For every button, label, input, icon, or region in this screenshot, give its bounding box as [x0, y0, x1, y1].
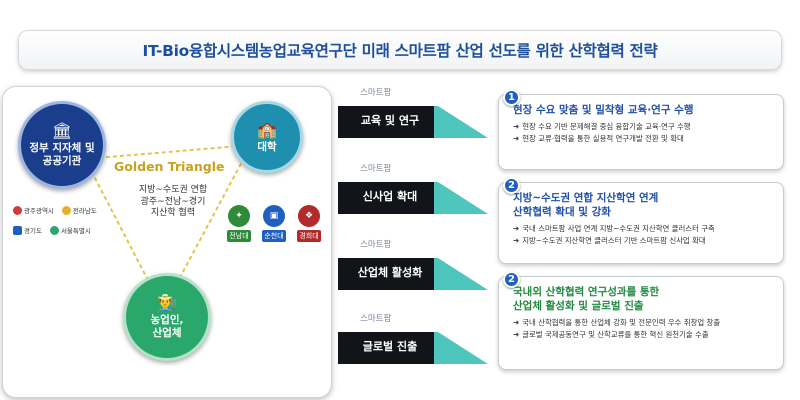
gwangju-mark-icon — [13, 205, 22, 215]
arrow-education: 스마트팜 교육 및 연구 — [338, 86, 490, 148]
university-label: 대학 — [257, 140, 277, 153]
arrow-right-icon: ➜ — [513, 122, 520, 131]
farmer-label: 농업인, 산업체 — [150, 314, 184, 339]
gyeonggi-mark-icon — [13, 225, 22, 235]
arrow-right-icon: ➜ — [513, 329, 520, 339]
golden-triangle-label: Golden Triangle — [114, 159, 225, 174]
arrow-new-business: 스마트팜 신사업 확대 — [338, 162, 490, 224]
strategy-card-3: 2 국내외 산학협력 연구성과를 통한 산업체 활성화 및 글로벌 진출 ➜국내… — [498, 271, 784, 370]
arrow-label: 산업체 활성화 — [357, 266, 423, 279]
arrow-industry: 스마트팜 산업체 활성화 — [338, 238, 490, 300]
college-icon: 🏫 — [257, 119, 277, 139]
triangle-description: 지방~수도권 연합 광주~전남~경기 지산학 협력 — [138, 185, 208, 218]
arrow-label: 신사업 확대 — [362, 190, 418, 203]
card-title: 지방~수도권 연합 지산학연 연계 산학협력 확대 및 강화 — [513, 192, 659, 218]
arrow-right-icon: ➜ — [513, 133, 520, 143]
arrow-label: 교육 및 연구 — [360, 114, 420, 127]
region-logos: 광주광역시 전라남도 경기도 서울특별시 — [13, 205, 118, 245]
farmer-circle: 👨‍🌾 농업인, 산업체 — [123, 273, 211, 361]
golden-triangle-panel: 🏛 정부 지자체 및 공공기관 🏫 대학 👨‍🌾 농업인, 산업체 Golden… — [2, 86, 332, 398]
seoul-logo: 서울특별시 — [49, 225, 91, 235]
strategy-card-2: 2 지방~수도권 연합 지산학연 연계 산학협력 확대 및 강화 ➜국내 스마트… — [498, 177, 784, 264]
card-title: 국내외 산학협력 연구성과를 통한 산업체 활성화 및 글로벌 진출 — [513, 286, 660, 312]
university-circle: 🏫 대학 — [231, 101, 303, 173]
jeonnam-mark-icon — [61, 205, 71, 215]
arrow-global: 스마트팜 글로벌 진출 — [338, 312, 490, 374]
card-number-badge: 1 — [503, 89, 520, 106]
farmer-icon: 👨‍🌾 — [157, 293, 177, 312]
card-item: ➜국내 산학협력을 통한 산업체 강화 및 전문인력 우수 취창업 창출 — [513, 318, 721, 327]
jeonnam-logo: 전라남도 — [61, 205, 97, 215]
gwangju-logo: 광주광역시 — [13, 205, 54, 215]
arrow-right-icon: ➜ — [513, 318, 520, 327]
seoul-mark-icon — [49, 225, 59, 235]
arrow-shape-icon — [338, 182, 488, 214]
arrow-shape-icon — [338, 258, 488, 290]
page-title: IT-Bio융합시스템농업교육연구단 미래 스마트팜 산업 선도를 위한 산학협… — [142, 42, 658, 60]
card-title: 현장 수요 맞춤 및 밀착형 교육·연구 수행 — [513, 104, 694, 116]
arrow-right-icon: ➜ — [513, 224, 520, 233]
arrow-label: 글로벌 진출 — [362, 340, 418, 353]
university-logos: ✦ 전남대 ▣ 순천대 ❖ 경희대 — [223, 205, 325, 242]
chonnam-logo: ✦ 전남대 — [223, 205, 255, 242]
card-item: ➜현장 교류·협력을 통한 실용적 연구개발 전환 및 확대 — [513, 133, 684, 143]
arrow-shape-icon — [338, 106, 488, 138]
card-item: ➜현장 수요 기반 문제해결 중심 융합기술 교육·연구 수행 — [513, 122, 691, 131]
chonnam-mark-icon: ✦ — [228, 205, 250, 227]
title-bar: IT-Bio융합시스템농업교육연구단 미래 스마트팜 산업 선도를 위한 산학협… — [18, 30, 782, 70]
government-building-icon: 🏛 — [51, 121, 73, 140]
government-label: 정부 지자체 및 공공기관 — [29, 142, 95, 167]
kyunghee-mark-icon: ❖ — [298, 205, 320, 227]
government-circle: 🏛 정부 지자체 및 공공기관 — [18, 101, 106, 189]
strategy-card-1: 1 현장 수요 맞춤 및 밀착형 교육·연구 수행 ➜현장 수요 기반 문제해결… — [498, 89, 784, 170]
card-item: ➜국내 스마트팜 사업 연계 지방~수도권 지산학연 클러스터 구축 — [513, 224, 715, 233]
gyeonggi-logo: 경기도 — [13, 225, 42, 235]
arrow-right-icon: ➜ — [513, 235, 520, 245]
sunchon-mark-icon: ▣ — [263, 205, 285, 227]
card-item: ➜글로벌 국제공동연구 및 산학교류를 통한 혁신 원천기술 수출 — [513, 329, 709, 339]
kyunghee-logo: ❖ 경희대 — [293, 205, 325, 242]
card-number-badge: 2 — [503, 177, 520, 194]
card-number-badge: 2 — [503, 271, 520, 288]
arrow-shape-icon — [338, 332, 488, 364]
card-item: ➜지방~수도권 지산학연 클러스터 기반 스마트팜 신사업 확대 — [513, 235, 706, 245]
sunchon-logo: ▣ 순천대 — [258, 205, 290, 242]
